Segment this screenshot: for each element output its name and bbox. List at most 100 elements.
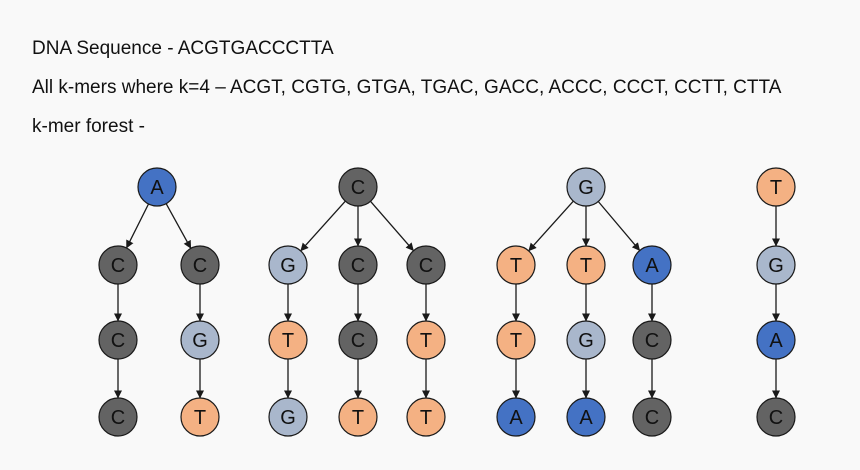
tree-4-node-l1-1: G	[756, 245, 796, 285]
tree-3-node-l1-3-label: A	[645, 255, 659, 277]
tree-2-root-node-circle	[338, 167, 378, 207]
tree-3-node-l3-2-circle	[566, 397, 606, 437]
tree-1-node-l1-1: C	[98, 245, 138, 285]
tree-2-node-l1-1-circle	[268, 245, 308, 285]
tree-1-node-l1-1-label: C	[111, 255, 125, 277]
tree-3-edge-root-1	[528, 200, 574, 252]
tree-3-root-node-label: G	[578, 177, 594, 199]
tree-1-root-node-label: A	[150, 177, 164, 199]
tree-1-node-l3-1-label: C	[111, 407, 125, 429]
tree-1-node-l2-1: C	[98, 320, 138, 360]
kmers-line: All k-mers where k=4 – ACGT, CGTG, GTGA,…	[32, 77, 782, 98]
tree-2-root-node: C	[338, 167, 378, 207]
tree-2-edge-root-1	[300, 200, 346, 252]
tree-2-node-l3-3-circle	[406, 397, 446, 437]
tree-3-node-l3-3: C	[632, 397, 672, 437]
tree-3-node-l1-1-circle	[496, 245, 536, 285]
tree-2-node-l1-1-label: G	[280, 255, 296, 277]
tree-2-node-l2-2-circle	[338, 320, 378, 360]
tree-4-root-node-label: T	[770, 177, 782, 199]
tree-3-node-l1-1-label: T	[510, 255, 522, 277]
tree-3-node-l3-2-label: A	[579, 407, 593, 429]
tree-1-root-node-circle	[137, 167, 177, 207]
tree-1-node-l1-1-circle	[98, 245, 138, 285]
tree-4-root-node-circle	[756, 167, 796, 207]
tree-2-node-l3-3: T	[406, 397, 446, 437]
tree-3-node-l1-3-circle	[632, 245, 672, 285]
tree-2-node-l3-1-circle	[268, 397, 308, 437]
tree-1-edge-root-1	[126, 203, 150, 249]
tree-2-node-l2-3-label: T	[420, 330, 432, 352]
tree-2-node-l1-2: C	[338, 245, 378, 285]
tree-1-node-l3-1: C	[98, 397, 138, 437]
tree-4-node-l3-1-circle	[756, 397, 796, 437]
sequence-line: DNA Sequence - ACGTGACCCTTA	[32, 38, 334, 59]
tree-1-node-l1-2-circle	[180, 245, 220, 285]
tree-2-node-l2-1-circle	[268, 320, 308, 360]
tree-1-node-l1-2-label: C	[193, 255, 207, 277]
tree-1-node-l1-2: C	[180, 245, 220, 285]
tree-3-node-l1-3: A	[632, 245, 672, 285]
tree-3-node-l2-3-label: C	[645, 330, 659, 352]
tree-4-node-l3-1: C	[756, 397, 796, 437]
tree-2-edge-root-3	[369, 200, 414, 252]
tree-1-node-l3-2-circle	[180, 397, 220, 437]
tree-2-node-l3-1-label: G	[280, 407, 296, 429]
tree-2-node-l2-1-label: T	[282, 330, 294, 352]
tree-1-edge-root-2	[165, 203, 192, 249]
tree-3-node-l2-1-circle	[496, 320, 536, 360]
tree-2-node-l1-2-circle	[338, 245, 378, 285]
tree-3-root-node: G	[566, 167, 606, 207]
tree-3-node-l2-2: G	[566, 320, 606, 360]
tree-3-node-l3-1-label: A	[509, 407, 523, 429]
tree-1-node-l3-2-label: T	[194, 407, 206, 429]
tree-3-node-l1-1: T	[496, 245, 536, 285]
tree-2-node-l3-1: G	[268, 397, 308, 437]
tree-3-edge-root-3	[597, 201, 641, 251]
tree-2-root-node-label: C	[351, 177, 365, 199]
tree-4-node-l3-1-label: C	[769, 407, 783, 429]
tree-3-node-l3-3-label: C	[645, 407, 659, 429]
tree-3-node-l1-2-label: T	[580, 255, 592, 277]
tree-3-node-l2-3-circle	[632, 320, 672, 360]
tree-4-node-l2-1: A	[756, 320, 796, 360]
tree-2-node-l2-2: C	[338, 320, 378, 360]
tree-4-node-l2-1-label: A	[769, 330, 783, 352]
tree-3-node-l3-1-circle	[496, 397, 536, 437]
tree-1-node-l3-2: T	[180, 397, 220, 437]
tree-1-node-l2-1-circle	[98, 320, 138, 360]
tree-2-node-l2-3-circle	[406, 320, 446, 360]
tree-1-node-l2-2: G	[180, 320, 220, 360]
tree-2-node-l3-2-circle	[338, 397, 378, 437]
tree-1-root-node: A	[137, 167, 177, 207]
tree-2-node-l3-2-label: T	[352, 407, 364, 429]
tree-3-node-l2-1: T	[496, 320, 536, 360]
tree-3-node-l2-3: C	[632, 320, 672, 360]
tree-3-node-l1-2-circle	[566, 245, 606, 285]
tree-2-node-l1-1: G	[268, 245, 308, 285]
tree-3-node-l3-2: A	[566, 397, 606, 437]
tree-4-node-l2-1-circle	[756, 320, 796, 360]
tree-3-node-l3-1: A	[496, 397, 536, 437]
tree-2-node-l2-3: T	[406, 320, 446, 360]
tree-3-root-node-circle	[566, 167, 606, 207]
tree-2-node-l3-2: T	[338, 397, 378, 437]
tree-2-node-l1-2-label: C	[351, 255, 365, 277]
tree-3-node-l2-2-label: G	[578, 330, 594, 352]
tree-3-node-l2-2-circle	[566, 320, 606, 360]
tree-4-node-l1-1-label: G	[768, 255, 784, 277]
tree-3-node-l3-3-circle	[632, 397, 672, 437]
tree-1-node-l2-2-circle	[180, 320, 220, 360]
tree-1-node-l3-1-circle	[98, 397, 138, 437]
tree-3-node-l2-1-label: T	[510, 330, 522, 352]
tree-2-node-l2-1: T	[268, 320, 308, 360]
tree-4-node-l1-1-circle	[756, 245, 796, 285]
tree-4-root-node: T	[756, 167, 796, 207]
tree-2-node-l1-3-circle	[406, 245, 446, 285]
tree-2-node-l1-3: C	[406, 245, 446, 285]
tree-2-node-l3-3-label: T	[420, 407, 432, 429]
tree-2-node-l2-2-label: C	[351, 330, 365, 352]
tree-1-node-l2-1-label: C	[111, 330, 125, 352]
forest-label: k-mer forest -	[32, 116, 145, 137]
